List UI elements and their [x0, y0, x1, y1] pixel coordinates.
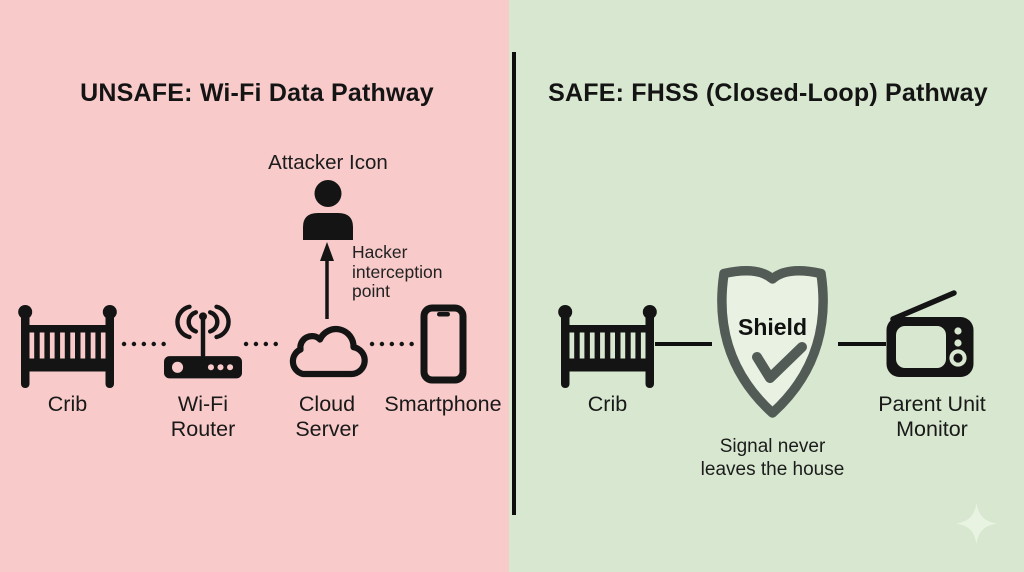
unsafe-title: UNSAFE: Wi-Fi Data Pathway	[80, 79, 434, 107]
checkmark-icon	[752, 342, 807, 383]
unsafe-panel	[0, 0, 509, 572]
crib-icon	[558, 305, 657, 388]
panel-divider-line	[512, 52, 516, 515]
crib-label: Crib	[47, 392, 88, 416]
shield-label: Shield	[737, 314, 807, 340]
cloud-server-icon	[289, 325, 368, 378]
wifi-router-icon	[164, 304, 242, 379]
wifi-router-label: Wi-Fi Router	[170, 392, 236, 441]
shield-icon	[717, 266, 828, 418]
attacker-person-icon	[303, 180, 353, 240]
up-arrow-icon	[320, 242, 334, 319]
cloud-server-label: Cloud Server	[295, 392, 359, 441]
solid-link-shield-monitor	[838, 342, 886, 346]
safe-title: SAFE: FHSS (Closed-Loop) Pathway	[548, 79, 988, 107]
crib-icon	[18, 305, 117, 388]
sparkle-icon	[956, 503, 997, 544]
smartphone-label: Smartphone	[384, 392, 502, 416]
parent-monitor-icon	[886, 290, 974, 377]
dotted-link-cloud-smartphone	[369, 341, 416, 347]
smartphone-icon	[420, 304, 467, 384]
signal-note: Signal never leaves the house	[700, 436, 845, 480]
attacker-icon-label: Attacker Icon	[268, 151, 388, 174]
dotted-link-router-cloud	[243, 341, 282, 347]
parent-monitor-label: Parent Unit Monitor	[878, 392, 986, 441]
hacker-interception-note: Hacker interception point	[352, 242, 443, 301]
dotted-link-crib-router	[121, 341, 171, 347]
crib-label: Crib	[587, 392, 628, 416]
solid-link-crib-shield	[655, 342, 712, 346]
